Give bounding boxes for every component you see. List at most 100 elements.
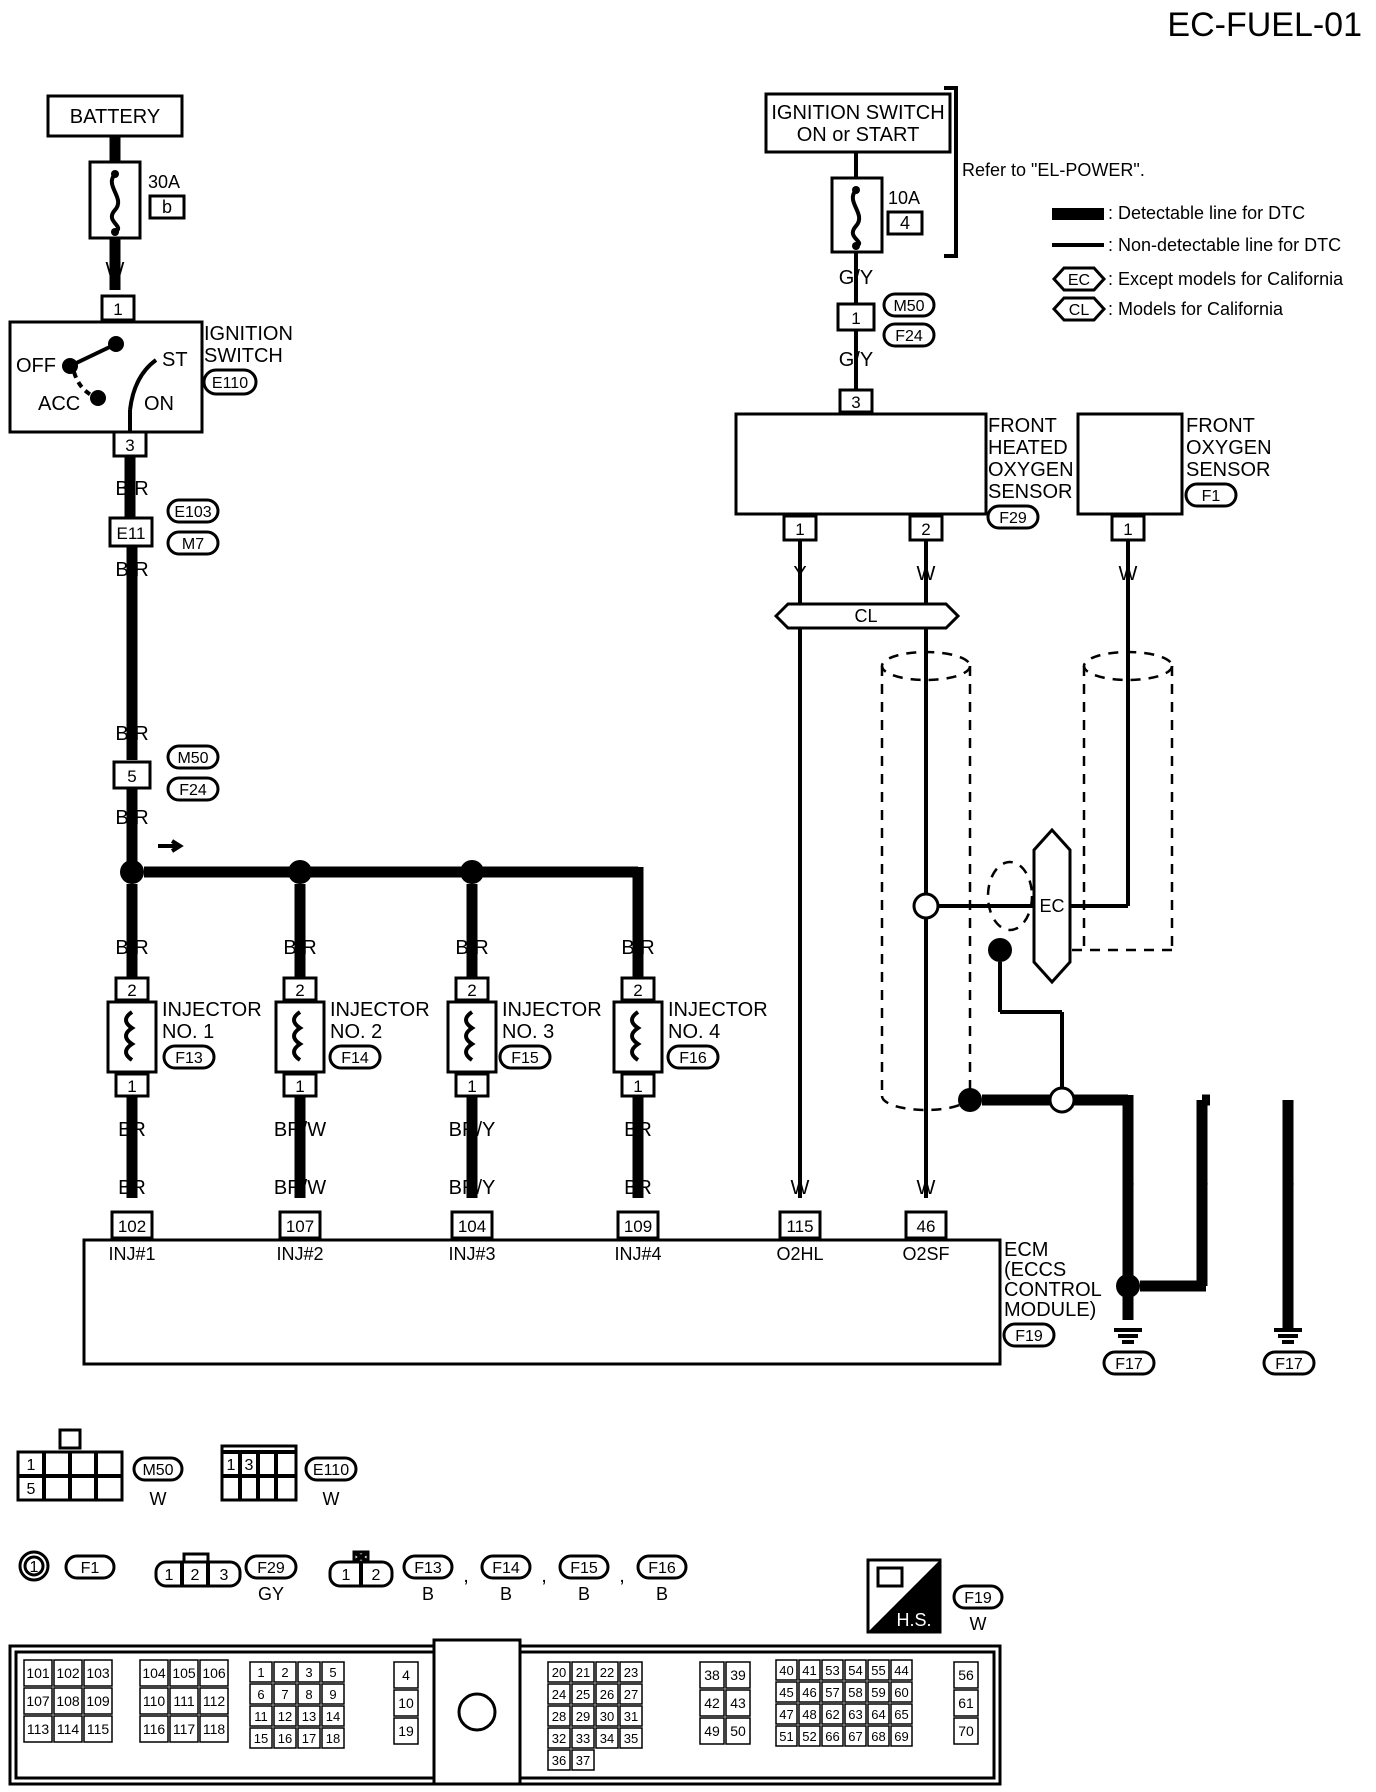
ecm-pin-cell bbox=[798, 1659, 821, 1681]
legend-cl: : Models for California bbox=[1108, 299, 1284, 319]
ecm-pin-cell bbox=[249, 1661, 273, 1683]
svg-text:2: 2 bbox=[295, 981, 304, 1000]
ecm-pin-cell bbox=[953, 1661, 979, 1689]
ecm-pin-cell bbox=[273, 1661, 297, 1683]
svg-text:F13: F13 bbox=[414, 1560, 442, 1577]
svg-text:BR/W: BR/W bbox=[274, 1119, 326, 1141]
svg-text:INJECTOR: INJECTOR bbox=[668, 999, 768, 1021]
ecm-pin-number: 39 bbox=[730, 1667, 746, 1683]
ecm-pin-number: 37 bbox=[576, 1753, 590, 1768]
ecm-pin-cell bbox=[725, 1717, 751, 1745]
ecm-pin-cell bbox=[547, 1705, 571, 1727]
ecm-pin-number: 56 bbox=[958, 1667, 974, 1683]
injector-3: B/R 2 1 INJECTOR NO. 3 F15 BR/Y BR/Y bbox=[446, 937, 602, 1199]
legend-cl-tag: CL bbox=[1069, 302, 1090, 319]
ecm-pin-number: 47 bbox=[779, 1707, 793, 1722]
ecm-pin-cell bbox=[844, 1659, 867, 1681]
ecm-pin-number: 50 bbox=[730, 1723, 746, 1739]
ecm-pin-cell bbox=[169, 1659, 199, 1687]
battery-section: BATTERY 30A b W 1 OFF ACC ON ST IGNITION… bbox=[8, 94, 293, 872]
ecm-pin-cell bbox=[321, 1705, 345, 1727]
svg-text:(ECCS: (ECCS bbox=[1004, 1259, 1066, 1281]
svg-text:INJECTOR: INJECTOR bbox=[162, 999, 262, 1021]
svg-text:OXYGEN: OXYGEN bbox=[988, 459, 1074, 481]
ecm-pin-number: 109 bbox=[86, 1693, 110, 1709]
battery-label: BATTERY bbox=[70, 106, 160, 128]
ecm-pin-cell bbox=[23, 1687, 53, 1715]
svg-text:F14: F14 bbox=[492, 1560, 520, 1577]
svg-text:SENSOR: SENSOR bbox=[988, 481, 1072, 503]
svg-text:10A: 10A bbox=[888, 188, 920, 208]
ecm-pin-cell bbox=[725, 1689, 751, 1717]
ecm-pin-number: 51 bbox=[779, 1729, 793, 1744]
ecm-pin-cell bbox=[169, 1687, 199, 1715]
ecm-pin-number: 26 bbox=[600, 1687, 614, 1702]
f24-conn-label: F24 bbox=[179, 782, 207, 799]
svg-text:M50: M50 bbox=[893, 298, 924, 315]
ecm-pin-cell bbox=[23, 1715, 53, 1743]
svg-text:F1: F1 bbox=[1202, 488, 1221, 505]
ecm-pin-cell bbox=[139, 1687, 169, 1715]
svg-text:1: 1 bbox=[467, 1077, 476, 1096]
ecm-pin-cell bbox=[844, 1703, 867, 1725]
svg-text:W: W bbox=[917, 563, 936, 585]
svg-text:B: B bbox=[1195, 1171, 1208, 1193]
ecm-pin-number: 102 bbox=[56, 1665, 80, 1681]
svg-text:5: 5 bbox=[27, 1481, 36, 1498]
ecm-pin-cell bbox=[844, 1681, 867, 1703]
svg-text:B: B bbox=[500, 1584, 512, 1604]
ecm-pin-cell bbox=[571, 1705, 595, 1727]
ecm-pin-cell bbox=[169, 1715, 199, 1743]
legend-ec-tag: EC bbox=[1068, 272, 1090, 289]
svg-text:INJ#3: INJ#3 bbox=[448, 1244, 495, 1264]
svg-text:,: , bbox=[619, 1565, 625, 1587]
ecm-pin-cell bbox=[775, 1725, 798, 1747]
svg-text:CONTROL: CONTROL bbox=[1004, 1279, 1102, 1301]
ecm-pin-number: 41 bbox=[802, 1663, 816, 1678]
ecm-pin-cell bbox=[619, 1683, 643, 1705]
ecm-pin-number: 16 bbox=[278, 1731, 292, 1746]
svg-text:M50: M50 bbox=[142, 1462, 173, 1479]
svg-text:GY: GY bbox=[258, 1584, 284, 1604]
svg-text:2: 2 bbox=[921, 520, 930, 539]
ecm-pin-cell bbox=[53, 1715, 83, 1743]
ecm-pin-number: 36 bbox=[552, 1753, 566, 1768]
ecm-pin-cell bbox=[321, 1683, 345, 1705]
svg-text:2: 2 bbox=[467, 981, 476, 1000]
svg-text:F24: F24 bbox=[895, 328, 923, 345]
ecm-pin-cell bbox=[595, 1727, 619, 1749]
ecm-pin-number: 114 bbox=[57, 1721, 80, 1737]
ecm-pin-number: 31 bbox=[624, 1709, 638, 1724]
ecm-pin-cell bbox=[821, 1703, 844, 1725]
ecm-pin-number: 115 bbox=[87, 1721, 110, 1737]
ecm-pin-number: 113 bbox=[27, 1721, 50, 1737]
ecm-pin-number: 112 bbox=[203, 1693, 226, 1709]
connector-views: 1 5 M50 W 1 3 E110 W 1 F1 1 2 3 F29 GY bbox=[16, 1428, 1004, 1634]
ecm-pin-cell bbox=[249, 1683, 273, 1705]
svg-text:1: 1 bbox=[30, 1559, 39, 1576]
ecm-pin-cell bbox=[273, 1727, 297, 1749]
cl-option-bar bbox=[773, 602, 961, 630]
ecm-pin-number: 66 bbox=[825, 1729, 839, 1744]
ecm-pin-cell bbox=[798, 1703, 821, 1725]
ecm-pin-number: 57 bbox=[825, 1685, 839, 1700]
ecm-pin-cell bbox=[23, 1659, 53, 1687]
ecm-pin-number: 40 bbox=[779, 1663, 793, 1678]
legend-detectable-swatch bbox=[1052, 208, 1104, 220]
svg-text:F19: F19 bbox=[1015, 1328, 1043, 1345]
svg-text:1: 1 bbox=[342, 1567, 351, 1584]
ecm-pin-number: 19 bbox=[398, 1723, 414, 1739]
ecm-pin-number: 1 bbox=[257, 1665, 264, 1680]
ecm-pin-number: 5 bbox=[329, 1665, 336, 1680]
ecm-pin-cell bbox=[547, 1727, 571, 1749]
svg-text:1: 1 bbox=[851, 309, 860, 328]
svg-text:W: W bbox=[150, 1489, 167, 1509]
svg-text:W: W bbox=[791, 1177, 810, 1199]
ign-switch-label-1: IGNITION bbox=[204, 323, 293, 345]
svg-text:2: 2 bbox=[191, 1567, 200, 1584]
ecm-pin-number: 3 bbox=[305, 1665, 312, 1680]
svg-text:O2HL: O2HL bbox=[776, 1244, 823, 1264]
svg-text:B/R: B/R bbox=[455, 937, 488, 959]
injector-1: B/R 2 1 INJECTOR NO. 1 F13 BR BR bbox=[106, 937, 262, 1199]
